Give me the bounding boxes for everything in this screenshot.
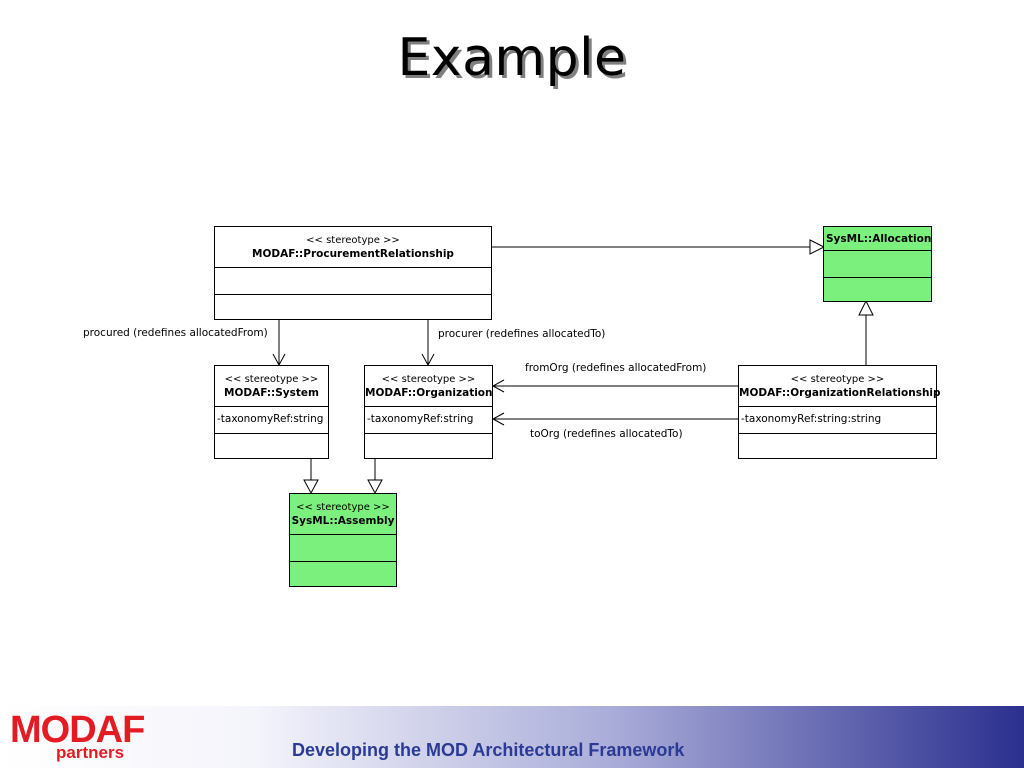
orgrel-generalization-arrow xyxy=(858,299,874,316)
class-sysml-assembly: << stereotype >> SysML::Assembly xyxy=(289,493,397,587)
footer-bar xyxy=(0,706,1024,768)
class-stereotype: << stereotype >> xyxy=(224,373,319,385)
class-modaf-organization-relationship: << stereotype >> MODAF::OrganizationRela… xyxy=(738,365,941,459)
class-stereotype: << stereotype >> xyxy=(790,373,885,385)
class-name: MODAF::ProcurementRelationship xyxy=(252,247,454,260)
class-attributes: -taxonomyRef:string:string xyxy=(739,407,936,434)
modaf-logo: MODAF xyxy=(10,709,145,751)
allocation-generalization-arrow xyxy=(809,239,826,255)
class-stereotype: << stereotype >> xyxy=(296,501,390,513)
footer-caption: Developing the MOD Architectural Framewo… xyxy=(292,740,685,760)
toorg-arrow xyxy=(491,412,505,426)
class-header: << stereotype >> MODAF::Organization xyxy=(365,366,493,407)
class-header: << stereotype >> MODAF::ProcurementRelat… xyxy=(215,227,491,268)
class-sysml-allocation: SysML::Allocation xyxy=(823,226,932,302)
label-toorg: toOrg (redefines allocatedTo) xyxy=(530,428,683,440)
label-fromorg: fromOrg (redefines allocatedFrom) xyxy=(525,362,707,374)
class-name: SysML::Assembly xyxy=(291,514,395,527)
class-attributes: -taxonomyRef:string xyxy=(215,407,328,434)
class-name: MODAF::System xyxy=(224,386,319,399)
class-procurement-relationship: << stereotype >> MODAF::ProcurementRelat… xyxy=(214,226,492,320)
slide-title: Example xyxy=(397,28,627,88)
organization-generalization-arrow xyxy=(367,479,383,495)
class-header: SysML::Allocation xyxy=(824,227,931,251)
class-name: MODAF::Organization xyxy=(365,386,493,399)
class-attributes xyxy=(290,535,396,562)
class-stereotype: << stereotype >> xyxy=(306,234,400,246)
class-modaf-organization: << stereotype >> MODAF::Organization -ta… xyxy=(364,365,493,459)
class-attributes: -taxonomyRef:string xyxy=(365,407,492,434)
class-header: << stereotype >> MODAF::OrganizationRela… xyxy=(739,366,941,407)
class-stereotype: << stereotype >> xyxy=(381,373,476,385)
class-attributes xyxy=(824,251,931,278)
fromorg-arrow xyxy=(491,379,505,393)
label-procured: procured (redefines allocatedFrom) xyxy=(83,327,268,339)
modaf-logo-subtitle: partners xyxy=(56,743,125,762)
class-name: SysML::Allocation xyxy=(826,232,932,245)
label-procurer: procurer (redefines allocatedTo) xyxy=(438,328,606,340)
class-header: << stereotype >> MODAF::System xyxy=(215,366,328,407)
class-attributes xyxy=(215,268,491,295)
class-name: MODAF::OrganizationRelationship xyxy=(739,386,941,399)
class-modaf-system: << stereotype >> MODAF::System -taxonomy… xyxy=(214,365,329,459)
class-header: << stereotype >> SysML::Assembly xyxy=(290,494,396,535)
system-generalization-arrow xyxy=(303,479,319,495)
